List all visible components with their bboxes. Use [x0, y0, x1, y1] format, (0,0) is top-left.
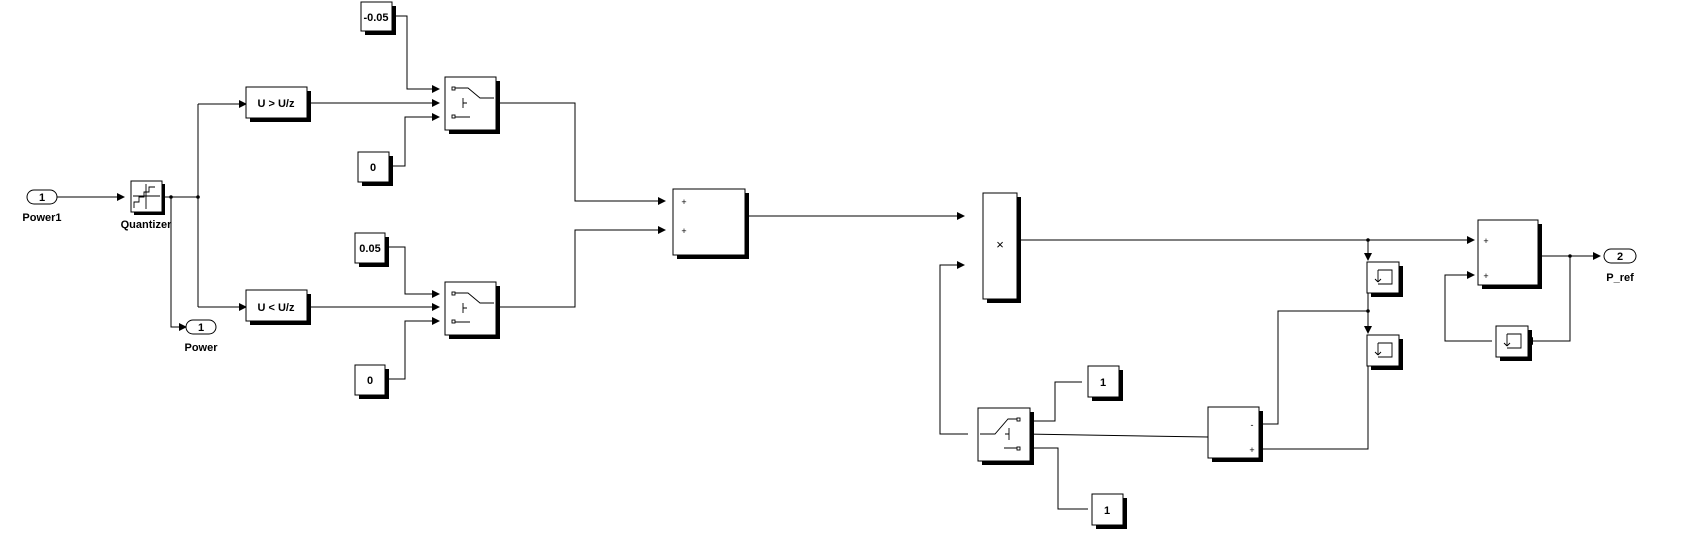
- switch-icon: [451, 291, 494, 324]
- constant-pos-0.05[interactable]: 0.05: [354, 232, 389, 267]
- compare-lt-block[interactable]: U < U/z: [245, 289, 311, 325]
- constant-value: -0.05: [363, 12, 388, 24]
- switch-icon: [451, 86, 494, 119]
- multiply-icon: ×: [996, 237, 1004, 252]
- constant-neg-0.05[interactable]: -0.05: [360, 1, 396, 35]
- outport-p-ref[interactable]: 2 P_ref: [1603, 248, 1637, 284]
- unit-delay-3[interactable]: [1495, 325, 1532, 361]
- outport-power-number: 1: [198, 322, 204, 334]
- outport-pref-label: P_ref: [1606, 272, 1634, 284]
- sum-sign: -: [1251, 420, 1254, 430]
- constant-zero-bottom[interactable]: 0: [354, 364, 389, 399]
- constant-value: 1: [1104, 505, 1110, 517]
- unit-delay-1[interactable]: [1366, 261, 1403, 297]
- sum-block-main[interactable]: + +: [672, 188, 749, 259]
- inport-number: 1: [39, 192, 45, 204]
- switch-feedback[interactable]: [977, 407, 1034, 465]
- sum-block-diff[interactable]: - +: [1207, 406, 1263, 462]
- inport-power1[interactable]: 1 Power1: [22, 189, 62, 224]
- constant-one-top[interactable]: 1: [1087, 365, 1123, 401]
- sum-sign: +: [1483, 236, 1488, 246]
- switch-bottom[interactable]: [444, 281, 500, 339]
- staircase-icon: [133, 184, 160, 209]
- outport-power[interactable]: 1 Power: [184, 319, 218, 354]
- delay-icon: [1503, 333, 1522, 349]
- sum-sign: +: [681, 197, 686, 207]
- constant-value: 0.05: [359, 243, 380, 255]
- signal-lines: [57, 15, 1601, 510]
- delay-icon: [1374, 269, 1393, 285]
- outport-power-label: Power: [184, 342, 218, 354]
- inport-label: Power1: [22, 212, 61, 224]
- sum-sign: +: [1249, 445, 1254, 455]
- product-block[interactable]: ×: [982, 192, 1021, 303]
- sum-sign: +: [681, 226, 686, 236]
- quantizer-label: Quantizer: [121, 219, 172, 231]
- sum-sign: +: [1483, 271, 1488, 281]
- switch-icon: [980, 417, 1021, 451]
- unit-delay-2[interactable]: [1366, 334, 1403, 370]
- quantizer-block[interactable]: Quantizer: [121, 180, 172, 231]
- constant-one-bottom[interactable]: 1: [1091, 493, 1127, 529]
- outport-pref-number: 2: [1617, 251, 1623, 263]
- constant-value: 1: [1100, 377, 1106, 389]
- junction-dots: [169, 195, 1572, 313]
- switch-top[interactable]: [444, 76, 500, 134]
- compare-gt-block[interactable]: U > U/z: [245, 86, 311, 122]
- compare-gt-label: U > U/z: [258, 98, 295, 110]
- constant-value: 0: [367, 375, 373, 387]
- compare-lt-label: U < U/z: [258, 302, 295, 314]
- constant-zero-top[interactable]: 0: [357, 151, 393, 186]
- sum-block-out[interactable]: + +: [1477, 219, 1542, 289]
- delay-icon: [1374, 342, 1393, 358]
- constant-value: 0: [370, 162, 376, 174]
